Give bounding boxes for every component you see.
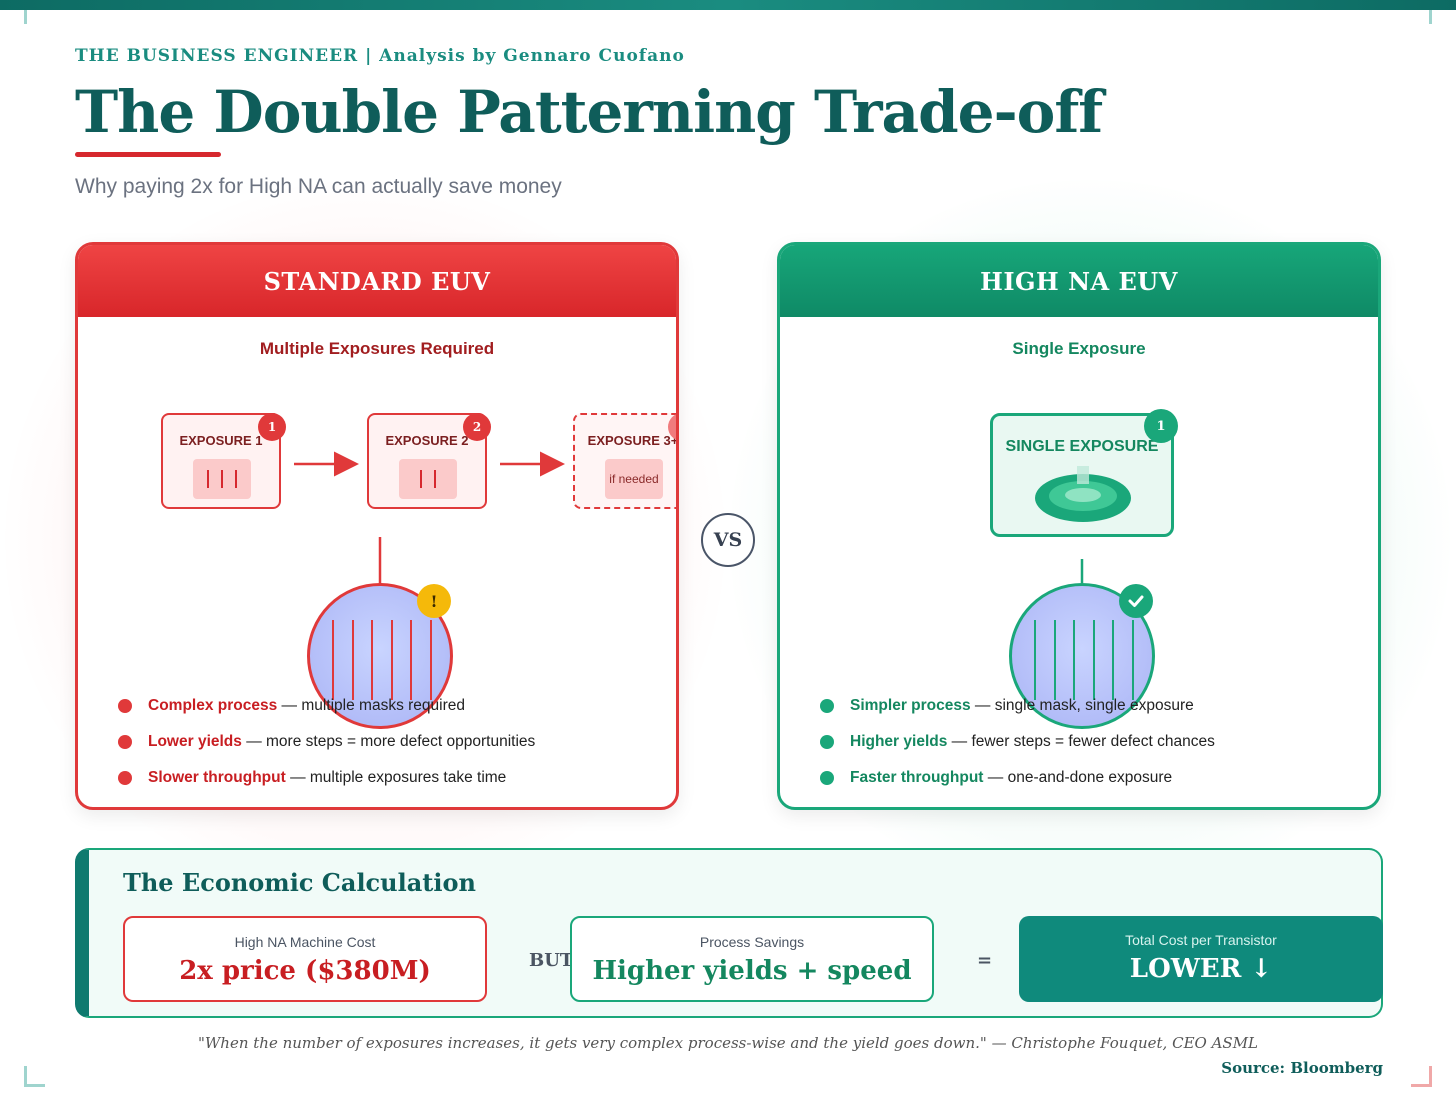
exposure-flow-connectors [294, 451, 565, 583]
exposure-3-box: EXPOSURE 3+ if needed [573, 413, 679, 509]
bullet-dot [118, 771, 132, 785]
high-na-euv-title: HIGH NA EUV [780, 245, 1378, 317]
title-underline [75, 152, 221, 157]
bullet-dot [118, 699, 132, 713]
corner-mark-top-left [24, 10, 45, 24]
wafer-green-lines [1034, 620, 1134, 700]
exposure-1-label: EXPOSURE 1 [179, 433, 263, 448]
standard-euv-subtitle: Multiple Exposures Required [259, 339, 495, 358]
list-item: Faster throughput — one-and-done exposur… [820, 769, 1215, 805]
total-cost-label: Total Cost per Transistor [1125, 932, 1277, 948]
economic-calculation-card: The Economic Calculation High NA Machine… [75, 848, 1383, 1018]
list-item: Complex process — multiple masks require… [118, 697, 535, 733]
list-item: Lower yields — more steps = more defect … [118, 733, 535, 769]
machine-cost-label: High NA Machine Cost [234, 934, 376, 950]
total-cost-box: Total Cost per Transistor LOWER ↓ [1019, 916, 1383, 1002]
single-exposure-connector [1080, 559, 1084, 583]
process-savings-label: Process Savings [699, 934, 805, 950]
lens-icon [1035, 466, 1131, 522]
wafer-red-lines [332, 620, 432, 700]
ceo-quote: "When the number of exposures increases,… [197, 1034, 1259, 1052]
list-item: Higher yields — fewer steps = fewer defe… [820, 733, 1215, 769]
vs-badge: VS [701, 513, 755, 567]
bullet-dot [820, 699, 834, 713]
exposure-2-label: EXPOSURE 2 [385, 433, 469, 448]
high-na-euv-subtitle: Single Exposure [1012, 339, 1146, 358]
bullet-dot [820, 771, 834, 785]
exposure-1-badge: 1 [258, 413, 286, 441]
brand-line: THE BUSINESS ENGINEER | Analysis by Genn… [75, 46, 685, 66]
standard-euv-panel: STANDARD EUV Multiple Exposures Required… [75, 242, 679, 810]
single-exposure-badge: 1 [1144, 409, 1178, 443]
bullet-dot [820, 735, 834, 749]
optional-note-box: if needed [605, 459, 663, 499]
process-savings-value: Higher yields + speed [592, 956, 912, 986]
standard-euv-bullets: Complex process — multiple masks require… [118, 697, 535, 805]
mask-pattern-2 [399, 459, 457, 499]
process-savings-box: Process Savings Higher yields + speed [570, 916, 934, 1002]
but-operator: BUT [529, 950, 574, 971]
single-exposure-box: SINGLE EXPOSURE [990, 413, 1174, 537]
economic-calculation-title: The Economic Calculation [123, 868, 476, 897]
source-credit: Source: Bloomberg [1221, 1059, 1383, 1077]
high-na-euv-panel: HIGH NA EUV Single Exposure SINGLE EXPOS… [777, 242, 1381, 810]
standard-euv-title: STANDARD EUV [78, 245, 676, 317]
page-title: The Double Patterning Trade-off [75, 78, 1103, 146]
single-exposure-label: SINGLE EXPOSURE [1005, 438, 1159, 455]
equals-operator: = [977, 950, 993, 971]
exposure-3-badge: ? [668, 413, 676, 441]
list-item: Simpler process — single mask, single ex… [820, 697, 1215, 733]
machine-cost-box: High NA Machine Cost 2x price ($380M) [123, 916, 487, 1002]
warning-icon: ! [417, 584, 451, 618]
top-accent-bar [0, 0, 1456, 10]
exposure-2-badge: 2 [463, 413, 491, 441]
high-na-euv-bullets: Simpler process — single mask, single ex… [820, 697, 1215, 805]
corner-mark-bottom-left [24, 1066, 45, 1087]
exposure-3-label: EXPOSURE 3+ [587, 433, 679, 448]
list-item: Slower throughput — multiple exposures t… [118, 769, 535, 805]
total-cost-value: LOWER ↓ [1129, 954, 1273, 984]
machine-cost-value: 2x price ($380M) [179, 956, 431, 986]
corner-mark-top-right [1411, 10, 1432, 24]
mask-pattern-1 [193, 459, 251, 499]
check-icon [1119, 584, 1153, 618]
page-subtitle: Why paying 2x for High NA can actually s… [75, 175, 562, 198]
bullet-dot [118, 735, 132, 749]
corner-mark-bottom-right [1411, 1066, 1432, 1087]
exposure-3-note: if needed [609, 472, 659, 486]
